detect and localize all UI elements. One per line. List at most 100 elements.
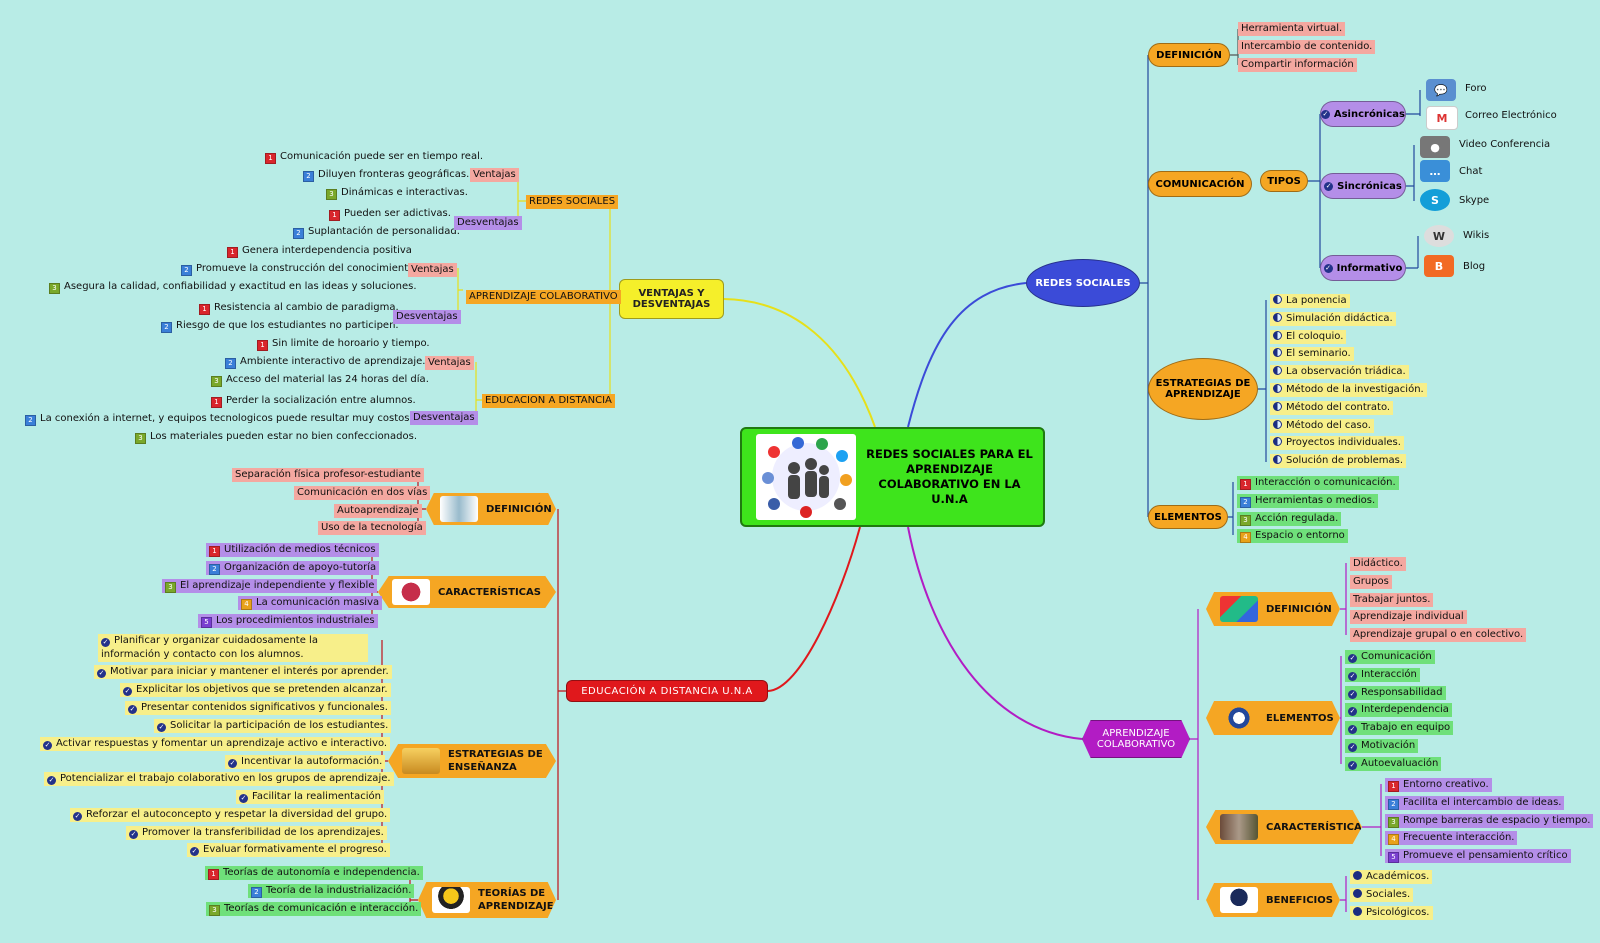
ac-beneficio-item[interactable]: Académicos. [1350,870,1433,884]
redes-estrategia-item[interactable]: El seminario. [1270,347,1354,362]
desventajas-label[interactable]: Desventajas [410,411,478,425]
redes-estrategia-item[interactable]: Proyectos individuales. [1270,436,1404,451]
ed-estrategia-item[interactable]: ✓Explicitar los objetivos que se pretend… [120,683,391,697]
ed-estrategia-item[interactable]: ✓Potencializar el trabajo colaborativo e… [44,772,394,786]
ac-definicion-item[interactable]: Aprendizaje grupal o en colectivo. [1350,628,1527,643]
redes-elementos-node[interactable]: ELEMENTOS [1148,505,1228,529]
redes-estrategia-item[interactable]: El coloquio. [1270,329,1347,344]
chat-label[interactable]: Chat [1459,166,1483,177]
ac-definicion-item[interactable]: Didáctico. [1350,557,1406,571]
redes-definicion-item[interactable]: Herramienta virtual. [1238,22,1346,36]
aprendizaje-colaborativo-node[interactable]: APRENDIZAJE COLABORATIVO [1082,720,1190,758]
redes-comunicacion-node[interactable]: COMUNICACIÓN [1148,171,1252,197]
informativo-node[interactable]: ✓Informativo [1320,255,1406,281]
ed-estrategia-item[interactable]: ✓Evaluar formativamente el progreso. [187,843,390,857]
skype-label[interactable]: Skype [1459,195,1490,206]
blog-label[interactable]: Blog [1463,261,1486,272]
ventajas-desventajas-node[interactable]: VENTAJAS Y DESVENTAJAS [619,279,724,319]
vd-aprendizaje-label[interactable]: APRENDIZAJE COLABORATIVO [466,290,621,304]
ac-elemento-item[interactable]: ✓Interacción [1345,667,1420,682]
redes-definicion-item[interactable]: Compartir información [1238,58,1357,72]
ed-definicion-item[interactable]: Comunicación en dos vías [294,485,431,500]
ac-elemento-item[interactable]: ✓Interdependencia [1345,703,1452,718]
ed-estrategia-item[interactable]: ✓Planificar y organizar cuidadosamente l… [98,634,368,662]
ac-definicion-item[interactable]: Trabajar juntos. [1350,592,1434,607]
ac-elemento-item[interactable]: ✓Autoevaluación [1345,756,1442,771]
ventajas-label[interactable]: Ventajas [425,356,474,370]
ed-estrategia-item[interactable]: ✓Activar respuestas y fomentar un aprend… [40,737,391,751]
ventajas-label[interactable]: Ventajas [470,168,519,182]
ed-estrategia-item[interactable]: ✓Incentivar la autoformación. [225,755,386,769]
wikis-label[interactable]: Wikis [1463,230,1490,241]
redes-estrategia-item[interactable]: La ponencia [1270,294,1350,308]
ed-definicion-item[interactable]: Separación física profesor-estudiante [232,468,424,482]
ed-estrategia-item[interactable]: ✓Reforzar el autoconcepto y respetar la … [70,808,391,822]
redes-estrategia-item[interactable]: La observación triádica. [1270,365,1409,380]
ed-estrategia-item[interactable]: ✓Presentar contenidos significativos y f… [125,701,391,715]
redes-sociales-node[interactable]: REDES SOCIALES [1026,259,1140,307]
videoconferencia-label[interactable]: Video Conferencia [1459,139,1551,150]
foro-label[interactable]: Foro [1465,83,1487,94]
ac-caracteristicas-node[interactable]: CARACTERÍSTICAS [1206,810,1362,844]
educacion-distancia-node[interactable]: EDUCACIÓN A DISTANCIA U.N.A [566,680,768,702]
redes-estrategia-item[interactable]: Método de la investigación. [1270,383,1427,397]
ac-beneficio-item[interactable]: Sociales. [1350,887,1414,902]
ed-caracteristicas-node[interactable]: CARACTERÍSTICAS [378,576,556,608]
ac-beneficio-item[interactable]: Psicológicos. [1350,905,1433,920]
redes-estrategia-item[interactable]: Método del contrato. [1270,400,1394,415]
ed-estrategia-item[interactable]: ✓Facilitar la realimentación [236,790,384,804]
ac-elemento-item[interactable]: ✓Responsabilidad [1345,685,1446,700]
ed-definicion-item[interactable]: Uso de la tecnología [318,521,426,536]
ed-estrategia-item[interactable]: ✓Solicitar la participación de los estud… [154,719,392,733]
ed-estrategia-item[interactable]: ✓Promover la transferibilidad de los apr… [126,826,387,840]
asincronicas-node[interactable]: ✓Asincrónicas [1320,101,1406,127]
ac-definicion-node[interactable]: DEFINICIÓN [1206,592,1340,626]
ventajas-label[interactable]: Ventajas [408,263,457,277]
redes-tipos-node[interactable]: TIPOS [1260,170,1308,192]
correo-label[interactable]: Correo Electrónico [1465,110,1557,121]
ed-teorias-node[interactable]: TEORÍAS DE APRENDIZAJE [418,882,556,918]
ac-elementos-node[interactable]: ELEMENTOS [1206,701,1340,735]
redes-definicion-item[interactable]: Intercambio de contenido. [1238,40,1376,54]
ed-estrategias-node[interactable]: ESTRATEGIAS DE ENSEÑANZA [388,744,556,778]
redes-definicion-node[interactable]: DEFINICIÓN [1148,43,1230,67]
ac-elemento-item[interactable]: ✓Motivación [1345,739,1419,753]
ac-beneficios-node[interactable]: BENEFICIOS [1206,883,1340,917]
ac-definicion-item[interactable]: Grupos [1350,574,1392,589]
desventajas-label[interactable]: Desventajas [393,310,461,324]
redes-estrategia-item[interactable]: Método del caso. [1270,418,1374,433]
